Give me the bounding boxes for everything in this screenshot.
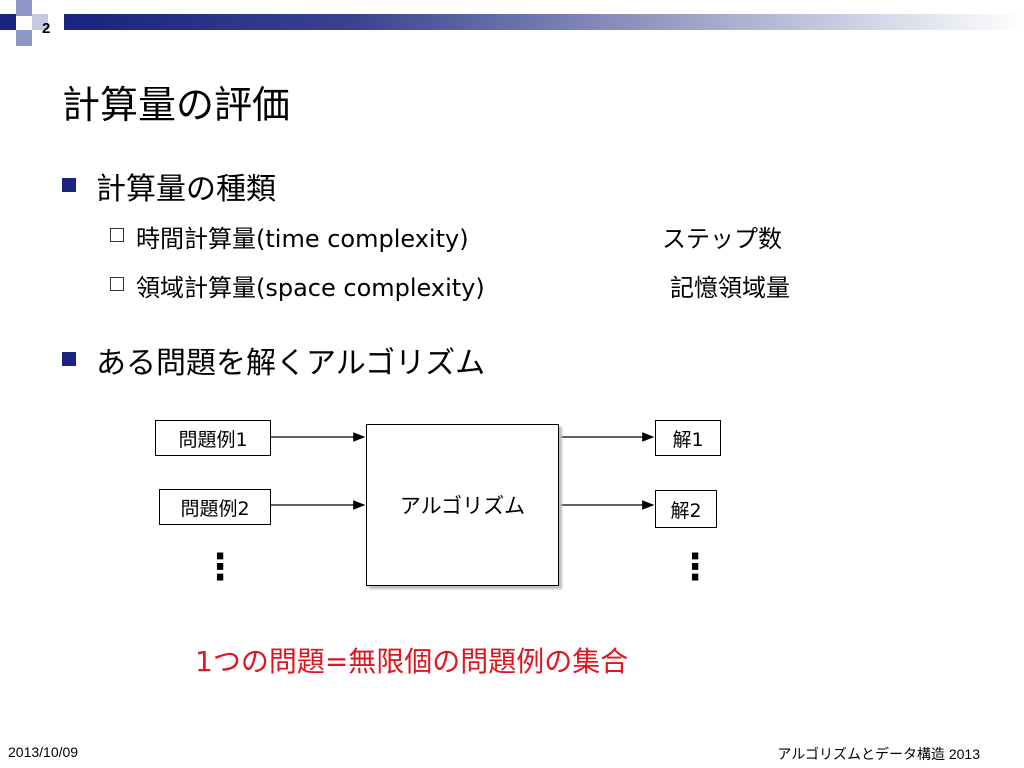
bullet-1-text: 計算量の種類: [96, 172, 276, 207]
input-box-1: 問題例1: [155, 420, 271, 456]
summary-note: 1つの問題=無限個の問題例の集合: [195, 645, 629, 678]
output-box-2: 解2: [655, 490, 717, 528]
decor-square-2: [16, 0, 32, 16]
footer-date: 2013/10/09: [8, 744, 79, 760]
output-box-1: 解1: [655, 420, 721, 456]
header-gradient-bar: [64, 14, 1024, 30]
algorithm-box: アルゴリズム: [366, 424, 559, 586]
sub-bullet-1-label: 時間計算量(time complexity): [136, 225, 469, 253]
decor-square-3: [16, 30, 32, 46]
bullet-2-text: ある問題を解くアルゴリズム: [96, 346, 486, 381]
footer-course: アルゴリズムとデータ構造 2013: [777, 746, 980, 762]
decor-square-4: [32, 14, 48, 30]
sub-bullet-icon: [110, 228, 124, 242]
slide-number: 2: [42, 20, 51, 37]
sub-bullet-2-value: 記憶領域量: [670, 274, 790, 302]
input-box-2: 問題例2: [159, 489, 271, 525]
input-ellipsis: ⋮: [202, 547, 238, 588]
decor-square-1: [0, 14, 16, 30]
sub-bullet-2-label: 領域計算量(space complexity): [136, 274, 485, 302]
slide-title: 計算量の評価: [62, 83, 291, 127]
sub-bullet-icon: [110, 277, 124, 291]
bullet-square-icon: [62, 178, 76, 192]
sub-bullet-1-value: ステップ数: [662, 225, 782, 253]
bullet-square-icon: [62, 352, 76, 366]
output-ellipsis: ⋮: [677, 547, 713, 588]
